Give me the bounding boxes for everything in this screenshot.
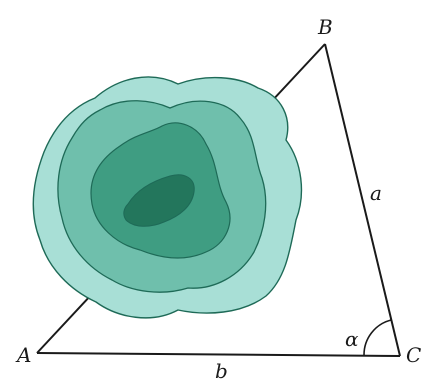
angle-arc-c [363, 319, 392, 356]
vertex-label-c: C [406, 343, 421, 367]
side-ac-line [36, 352, 401, 357]
side-label-a: a [370, 181, 382, 205]
lake-core-region [123, 174, 195, 227]
side-bc-line [324, 43, 401, 357]
angle-label-alpha: α [345, 327, 359, 351]
side-label-b: b [215, 359, 228, 382]
vertex-label-b: B [317, 15, 333, 39]
vertex-label-a: A [15, 343, 31, 367]
